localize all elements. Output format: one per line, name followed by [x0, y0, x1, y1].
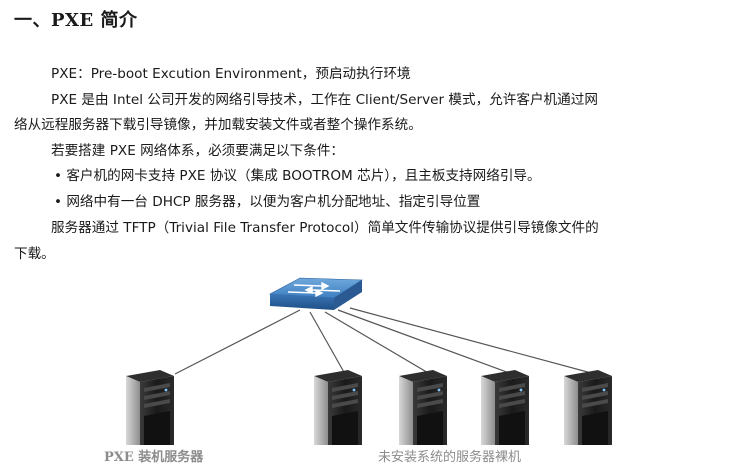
- network-link: [324, 311, 431, 375]
- bare-metal-clients-caption: 未安装系统的服务器裸机: [378, 450, 522, 465]
- pxe-description-line2: 络从远程服务器下载引导镜像，并加载安装文件或者整个操作系统。: [14, 117, 422, 133]
- network-links: [174, 307, 596, 375]
- requirement-item: • 客户机的网卡支持 PXE 协议（集成 BOOTROM 芯片），且主板支持网络…: [54, 168, 541, 184]
- network-link: [349, 307, 596, 375]
- network-switch-icon: [268, 277, 363, 310]
- requirement-item: • 网络中有一台 DHCP 服务器，以便为客户机分配地址、指定引导位置: [54, 194, 481, 210]
- requirements-intro: 若要搭建 PXE 网络体系，必须要满足以下条件：: [51, 143, 345, 159]
- pxe-server-caption: PXE 装机服务器: [104, 450, 204, 465]
- server-tower-icon: [126, 370, 174, 445]
- section-heading: 一、PXE 简介: [14, 10, 138, 31]
- tftp-description-line2: 下载。: [14, 246, 55, 262]
- server-tower-icon: [481, 370, 529, 445]
- network-link: [309, 311, 346, 375]
- network-link: [337, 309, 513, 375]
- network-link: [174, 309, 301, 375]
- network-diagram: [126, 277, 612, 445]
- pxe-definition: PXE：Pre-boot Excution Environment，预启动执行环…: [51, 66, 411, 82]
- server-tower-icon: [399, 370, 447, 445]
- server-tower-icon: [564, 370, 612, 445]
- server-tower-icon: [314, 370, 362, 445]
- tftp-description-line1: 服务器通过 TFTP（Trivial File Transfer Protoco…: [51, 220, 599, 236]
- pxe-description-line1: PXE 是由 Intel 公司开发的网络引导技术，工作在 Client/Serv…: [51, 92, 598, 108]
